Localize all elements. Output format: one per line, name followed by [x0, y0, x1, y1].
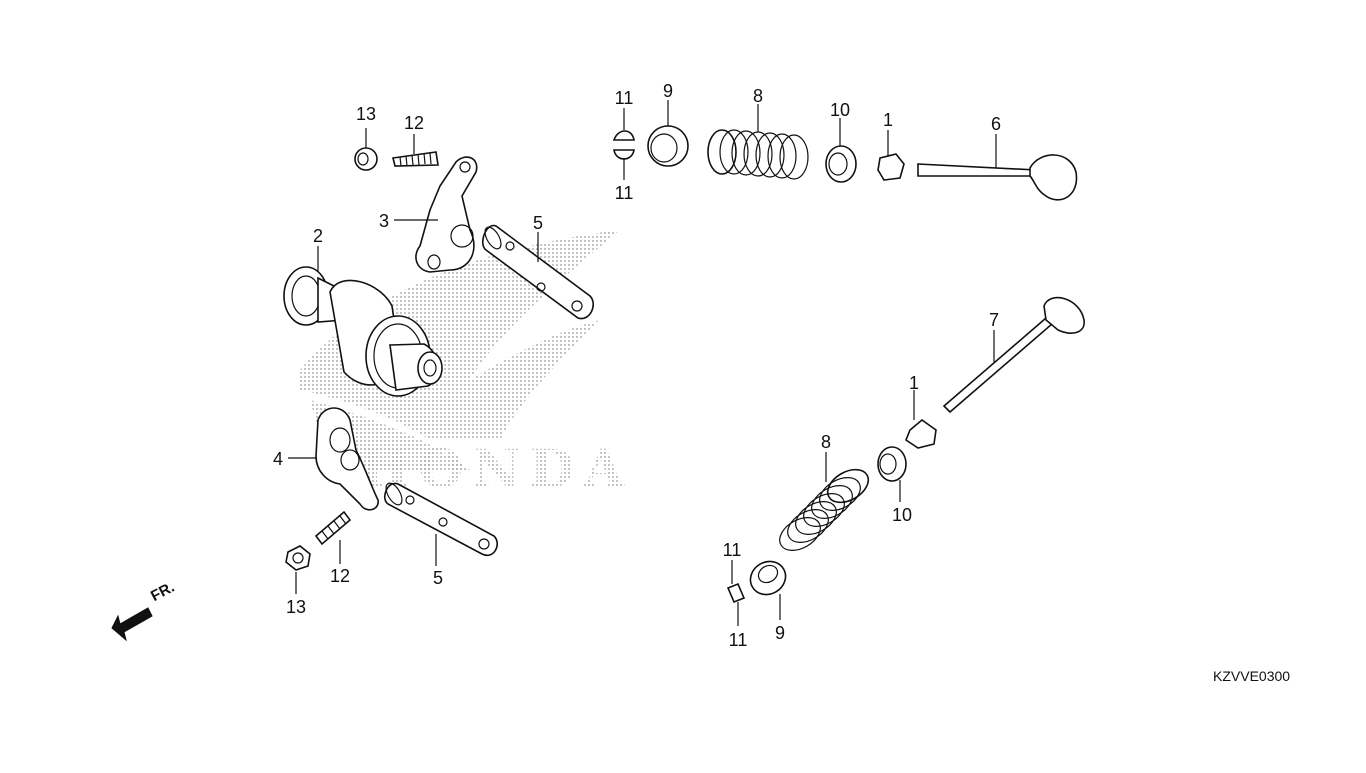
spring-retainer-top — [647, 125, 689, 167]
callout-8-bottom: 8 — [820, 432, 831, 452]
valve-stem-seal-top — [877, 153, 905, 181]
rocker-shaft-upper — [481, 224, 594, 320]
rocker-arm-upper — [415, 156, 478, 273]
callout-10-bottom: 10 — [891, 505, 913, 525]
nut-top — [354, 147, 378, 171]
leader-lines — [288, 100, 997, 626]
callout-7: 7 — [988, 310, 999, 330]
callout-9-top: 9 — [662, 81, 673, 101]
callout-6: 6 — [990, 114, 1001, 134]
reference-code: KZVVE0300 — [1213, 668, 1291, 684]
callout-2: 2 — [312, 226, 323, 246]
rocker-shaft-lower — [383, 482, 498, 557]
callout-4: 4 — [272, 449, 283, 469]
callout-10-top: 10 — [829, 100, 851, 120]
callout-12-top: 12 — [403, 113, 425, 133]
callout-11-b: 11 — [614, 183, 634, 203]
valve-spring-bottom — [779, 468, 870, 551]
callout-13-top: 13 — [355, 104, 377, 124]
valve-cotter-top — [612, 130, 635, 160]
callout-1-bottom: 1 — [908, 373, 919, 393]
callout-1-top: 1 — [882, 110, 893, 130]
adjuster-screw-bottom — [314, 510, 352, 546]
valve-exhaust — [942, 296, 1085, 414]
valve-cotter-bottom — [726, 582, 746, 604]
spring-retainer-bottom — [749, 560, 787, 596]
callout-5-top: 5 — [532, 213, 543, 233]
spring-seat-top — [825, 145, 857, 183]
adjuster-screw-top — [392, 151, 439, 167]
callout-11-a: 11 — [614, 88, 634, 108]
callout-13-bottom: 13 — [285, 597, 307, 617]
nut-bottom — [285, 545, 311, 571]
spring-seat-bottom — [877, 446, 907, 482]
rocker-arm-lower — [315, 407, 379, 511]
front-arrow-icon — [111, 607, 153, 642]
callout-9-bottom: 9 — [774, 623, 785, 643]
valve-intake — [917, 154, 1078, 201]
callout-3: 3 — [378, 211, 389, 231]
callout-11-c: 11 — [722, 540, 742, 560]
callout-12-bottom: 12 — [329, 566, 351, 586]
valve-stem-seal-bottom — [905, 418, 937, 449]
valve-spring-top — [707, 129, 809, 180]
camshaft — [283, 266, 443, 397]
callout-8-top: 8 — [752, 86, 763, 106]
callout-11-d: 11 — [728, 630, 748, 650]
callout-5-bottom: 5 — [432, 568, 443, 588]
